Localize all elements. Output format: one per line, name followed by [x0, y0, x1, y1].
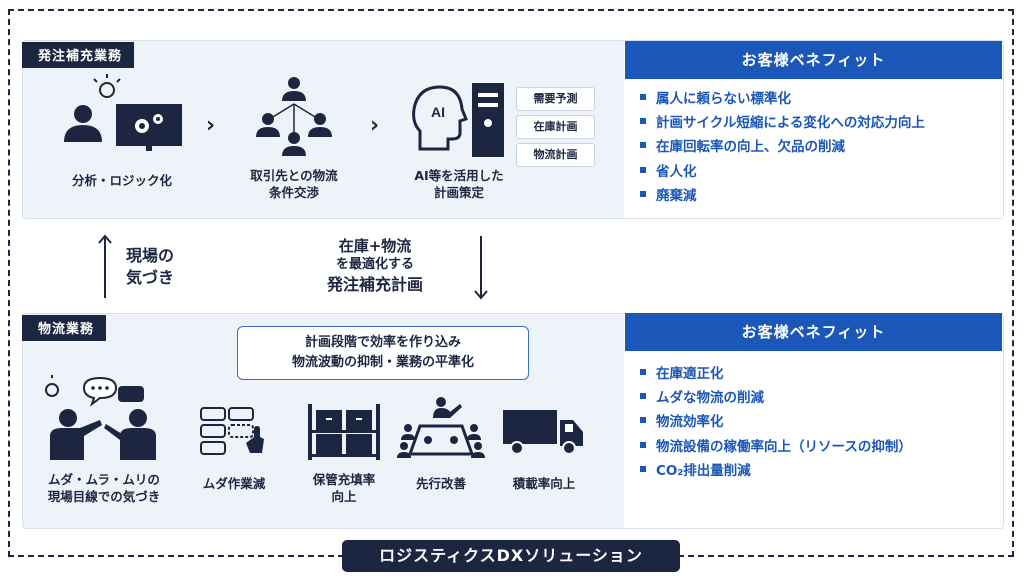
- step-caption: ムダ・ムラ・ムリの現場目線での気づき: [47, 472, 161, 504]
- benefit-item: 物流設備の稼働率向上（リソースの抑制）: [640, 435, 912, 459]
- pill-inventory-plan: 在庫計画: [516, 115, 595, 139]
- ordering-benefit-list: 属人に頼らない標準化 計画サイクル短縮による変化への対応力向上 在庫回転率の向上…: [640, 87, 925, 208]
- solution-title: ロジスティクスDXソリューション: [342, 540, 680, 572]
- step-caption: 保管充填率向上: [312, 472, 376, 504]
- step-caption: 先行改善: [415, 476, 466, 491]
- benefit-item: 在庫適正化: [640, 362, 912, 386]
- step-caption: ムダ作業減: [202, 476, 266, 491]
- svg-text:AI: AI: [431, 104, 445, 120]
- step-caption: AI等を活用した計画策定: [414, 168, 504, 200]
- step-caption: 取引先との物流条件交渉: [250, 168, 338, 200]
- arrow-down-icon: [474, 236, 488, 300]
- analyst-computer-icon: [64, 74, 182, 151]
- logistics-benefit-title: お客様ベネフィット: [625, 313, 1002, 351]
- ordering-tag: 発注補充業務: [22, 42, 135, 68]
- network-people-icon: [256, 77, 332, 156]
- optimization-plan-label: 在庫+物流 を最適化する 発注補充計画: [326, 237, 423, 294]
- field-awareness-label: 現場の気づき: [126, 246, 175, 287]
- chevron-right-icon: ›: [206, 113, 216, 138]
- benefit-item: 在庫回転率の向上、欠品の削減: [640, 135, 925, 159]
- ai-server-icon: AI: [412, 83, 504, 157]
- benefit-item: ムダな物流の削減: [640, 386, 912, 410]
- storage-shelf-icon: [308, 404, 380, 460]
- step-caption: 分析・ロジック化: [71, 173, 172, 188]
- efficiency-callout: 計画段階で効率を作り込み物流波動の抑制・業務の平準化: [237, 326, 529, 380]
- truck-icon: [503, 410, 583, 455]
- step-caption: 積載率向上: [512, 476, 576, 491]
- logistics-benefit-list: 在庫適正化 ムダな物流の削減 物流効率化 物流設備の稼働率向上（リソースの抑制）…: [640, 362, 912, 483]
- benefit-item: 計画サイクル短縮による変化への対応力向上: [640, 111, 925, 135]
- arrow-up-icon: [98, 234, 112, 298]
- benefit-item: 物流効率化: [640, 410, 912, 434]
- meeting-improvement-icon: [397, 397, 485, 458]
- benefit-item: 廃棄減: [640, 184, 925, 208]
- discussion-people-icon: [45, 375, 156, 460]
- benefit-item: 属人に頼らない標準化: [640, 87, 925, 111]
- logistics-tag: 物流業務: [22, 315, 107, 341]
- pill-demand-forecast: 需要予測: [516, 87, 595, 111]
- benefit-item: CO₂排出量削減: [640, 459, 912, 483]
- benefit-item: 省人化: [640, 160, 925, 184]
- chevron-right-icon: ›: [370, 113, 380, 138]
- ordering-benefit-title: お客様ベネフィット: [625, 41, 1002, 79]
- pill-logistics-plan: 物流計画: [516, 143, 595, 167]
- task-reduction-icon: [200, 407, 264, 455]
